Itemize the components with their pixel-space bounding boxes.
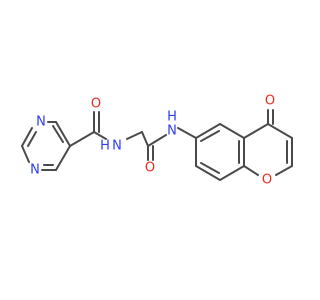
bond	[52, 125, 64, 143]
bond	[195, 165, 221, 181]
nitrogen-atom-label: N	[167, 124, 177, 139]
bond	[200, 130, 220, 142]
hydrogen-atom-label: H	[167, 110, 177, 125]
bond	[267, 123, 293, 139]
bond	[177, 127, 197, 139]
oxygen-atom-label: O	[265, 94, 275, 109]
bond	[55, 145, 71, 171]
bond	[55, 121, 71, 147]
bond	[243, 123, 269, 139]
bond-lines	[21, 109, 293, 181]
bond	[200, 162, 220, 174]
bond	[219, 165, 245, 181]
hydrogen-atom-label: H	[100, 139, 110, 154]
bond	[27, 131, 37, 147]
nitrogen-atom-label: N	[36, 115, 46, 130]
atom-labels: O N H N N O N H O O	[30, 94, 275, 188]
bond	[195, 123, 221, 139]
bond	[93, 131, 107, 140]
bond	[126, 131, 143, 140]
bond	[243, 165, 259, 176]
nitrogen-atom-label: N	[112, 139, 122, 154]
bond	[69, 131, 95, 147]
bond	[147, 134, 167, 147]
bond	[275, 165, 293, 176]
bond	[21, 145, 30, 163]
nitrogen-atom-label: N	[30, 163, 40, 178]
bond	[141, 131, 149, 147]
molecule-diagram: O N H N N O N H O O	[21, 94, 293, 188]
oxygen-atom-label: O	[145, 161, 155, 176]
bond	[21, 127, 33, 147]
oxygen-atom-label: O	[262, 173, 272, 188]
oxygen-atom-label: O	[91, 97, 101, 112]
bond	[219, 123, 245, 139]
